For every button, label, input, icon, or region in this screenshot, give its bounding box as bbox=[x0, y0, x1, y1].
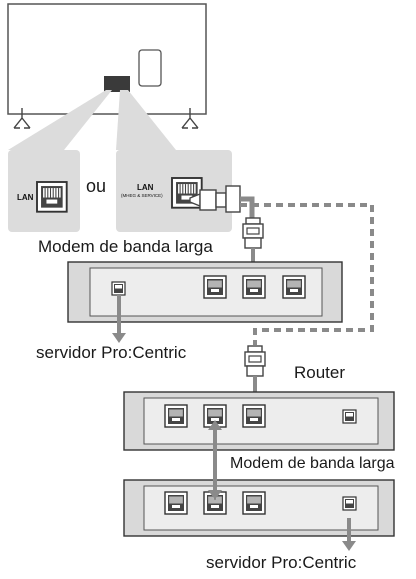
broadband-modem-top bbox=[67, 261, 343, 323]
lan-label-left: LAN bbox=[17, 193, 34, 202]
router-label: Router bbox=[294, 363, 346, 382]
ethernet-port-icon bbox=[342, 496, 357, 511]
ethernet-port-icon bbox=[242, 275, 266, 299]
server-top-label: servidor Pro:Centric bbox=[36, 343, 187, 362]
ethernet-plug-icon bbox=[189, 185, 241, 213]
ethernet-port-icon bbox=[203, 275, 227, 299]
tv-back-icon bbox=[7, 3, 207, 129]
zoom-highlight bbox=[116, 90, 176, 150]
dashed-cable bbox=[240, 203, 374, 345]
ethernet-plug-icon bbox=[242, 217, 264, 249]
modem-top-label: Modem de banda larga bbox=[38, 237, 213, 256]
or-label: ou bbox=[86, 176, 107, 196]
lan-cable bbox=[240, 196, 255, 218]
ethernet-port-icon bbox=[164, 404, 188, 428]
arrow-icon bbox=[208, 490, 222, 500]
ethernet-port-icon bbox=[242, 491, 266, 515]
arrow-icon bbox=[342, 541, 356, 551]
arrow-icon bbox=[112, 333, 126, 343]
server-bottom-label: servidor Pro:Centric bbox=[206, 553, 357, 572]
ethernet-port-icon bbox=[164, 491, 188, 515]
modem-bottom-label: Modem de banda larga bbox=[230, 455, 395, 472]
router-device bbox=[123, 391, 395, 451]
ethernet-port-icon bbox=[242, 404, 266, 428]
broadband-modem-bottom bbox=[123, 479, 395, 537]
lan-label-right: LAN bbox=[137, 183, 154, 192]
ethernet-port-icon bbox=[111, 281, 126, 296]
ethernet-port-icon bbox=[282, 275, 306, 299]
arrow-icon bbox=[208, 420, 222, 430]
ethernet-plug-icon bbox=[244, 345, 266, 377]
lan-port-icon bbox=[36, 181, 68, 213]
mheg-service-label: (MHEG & SERVICE) bbox=[121, 193, 163, 198]
ethernet-port-icon bbox=[342, 409, 357, 424]
zoom-highlight bbox=[8, 90, 112, 150]
